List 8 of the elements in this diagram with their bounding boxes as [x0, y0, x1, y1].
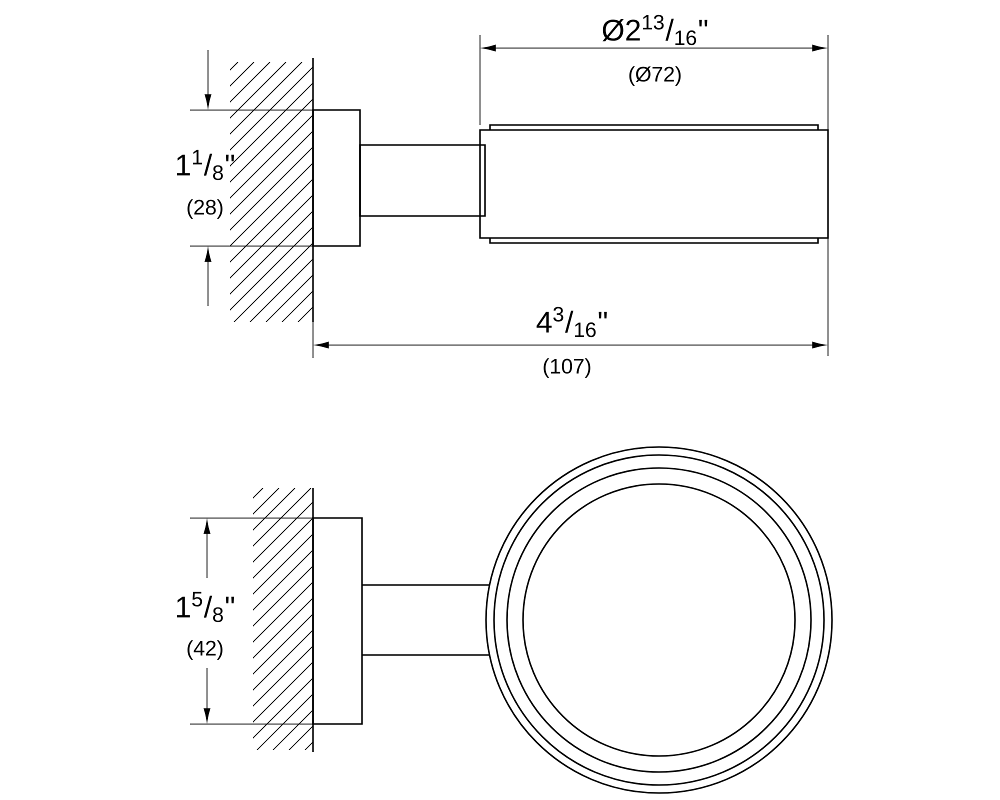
dimension-text: (107)	[544, 358, 590, 378]
dimension-text: 1$^{1}$/$_{8}$"	[177, 150, 234, 180]
dimension-text: Ø2$^{13}$/$_{16}$"	[602, 14, 708, 46]
dimension-text: 1$^{5}$/$_{8}$"	[177, 592, 234, 622]
dimension-text: (Ø72)	[629, 66, 681, 86]
dimension-text: (42)	[188, 640, 222, 660]
dimension-text: (28)	[188, 199, 222, 219]
dimension-text: 4$^{3}$/$_{16}$"	[536, 306, 607, 338]
